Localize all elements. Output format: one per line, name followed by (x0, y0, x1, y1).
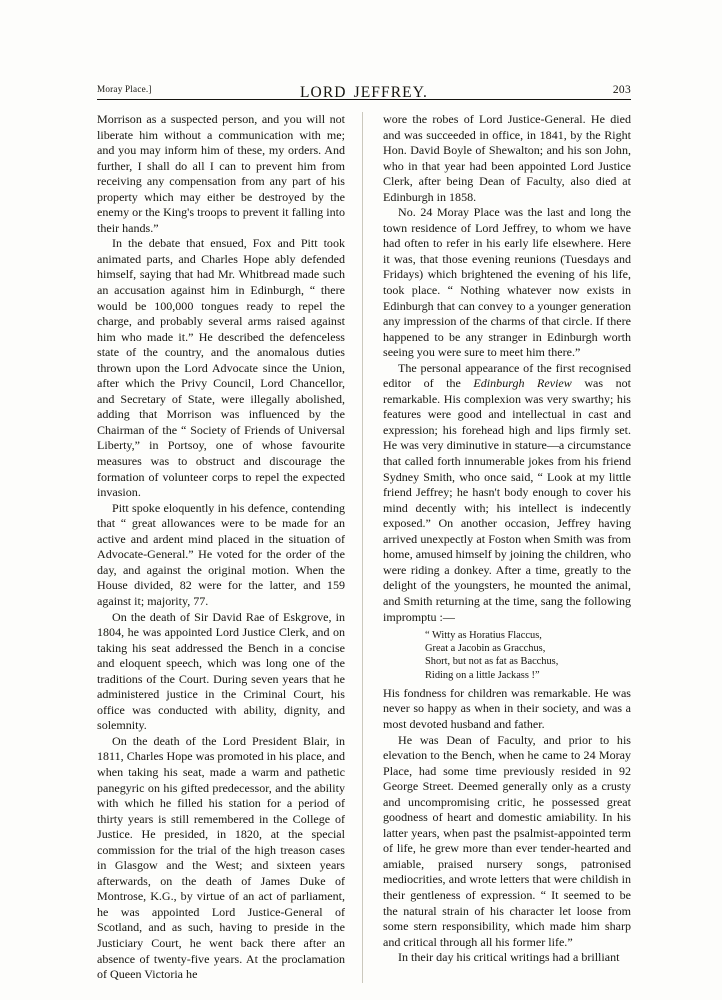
verse-line: Great a Jacobin as Gracchus, (425, 643, 546, 655)
paragraph-text-after-title: was not remarkable. His complexion was v… (383, 376, 632, 624)
paragraph: He was Dean of Faculty, and prior to his… (383, 732, 631, 949)
running-head-title: LORD JEFFREY. (97, 84, 631, 102)
running-head-title-word-1: LORD (299, 84, 347, 101)
left-column: Morrison as a suspected person, and you … (97, 112, 363, 983)
paragraph-with-italic-title: The personal appearance of the first rec… (383, 361, 631, 625)
paragraph-text-before-title: The personal appearance of the first rec… (383, 360, 631, 391)
verse-line: Short, but not as fat as Bacchus, (425, 656, 559, 668)
verse-quotation: “ Witty as Horatius Flaccus, Great a Jac… (383, 629, 631, 682)
paragraph: In their day his critical writings had a… (398, 950, 620, 965)
header-rule (97, 99, 631, 100)
right-column: wore the robes of Lord Justice-General. … (363, 112, 631, 983)
paragraph: On the death of the Lord President Blair… (97, 733, 345, 982)
running-head-title-word-2: JEFFREY. (353, 84, 428, 101)
italic-journal-title: Edinburgh Review (473, 376, 572, 391)
paragraph: In the debate that ensued, Fox and Pitt … (97, 236, 345, 500)
paragraph: On the death of Sir David Rae of Eskgrov… (97, 609, 345, 733)
page-text-block: Moray Place.] LORD JEFFREY. 203 Morrison … (97, 84, 631, 983)
paragraph: No. 24 Moray Place was the last and long… (383, 205, 631, 360)
page-number: 203 (612, 84, 631, 96)
verse-line: “ Witty as Horatius Flaccus, (425, 630, 542, 642)
paragraph: Pitt spoke eloquently in his defence, co… (97, 500, 345, 608)
running-head-left-label: Moray Place.] (97, 84, 152, 94)
paragraph: His fondness for children was remarkable… (383, 685, 631, 731)
running-head: Moray Place.] LORD JEFFREY. 203 (97, 84, 631, 101)
two-column-body: Morrison as a suspected person, and you … (97, 112, 631, 983)
paragraph: Morrison as a suspected person, and you … (97, 112, 345, 235)
verse-line: Riding on a little Jackass !” (425, 669, 540, 681)
paragraph: wore the robes of Lord Justice-General. … (383, 112, 631, 204)
